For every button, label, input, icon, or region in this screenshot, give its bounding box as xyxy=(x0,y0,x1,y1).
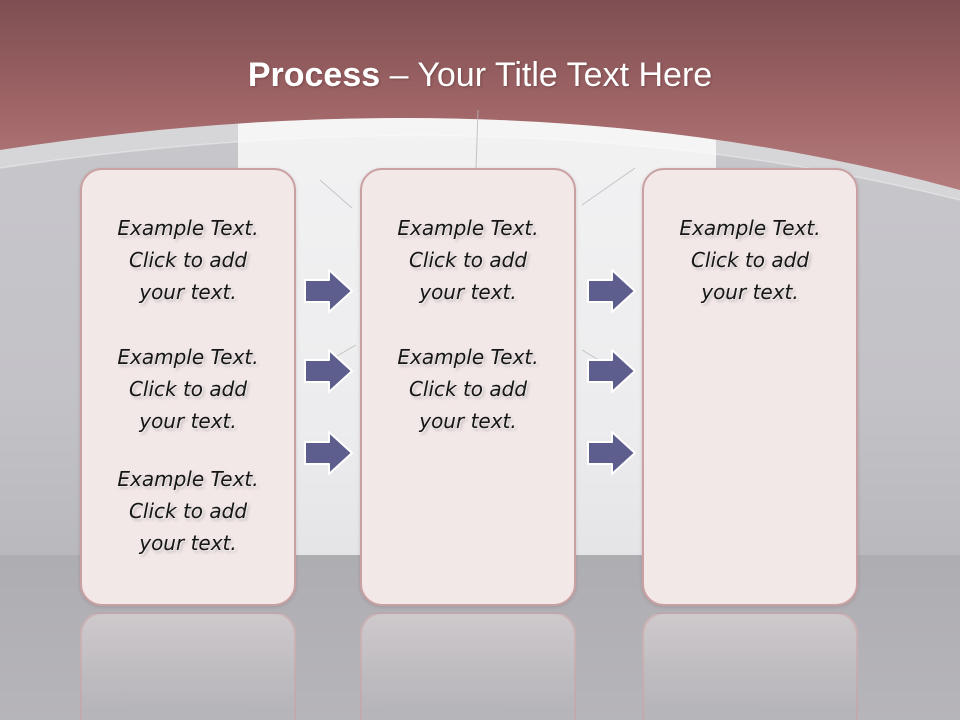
box-text[interactable]: Example Text. Click to add your text. xyxy=(117,216,259,304)
slide-title[interactable]: Process – Your Title Text Here xyxy=(0,52,960,98)
column-reflection xyxy=(360,612,576,720)
right-arrow-icon[interactable] xyxy=(586,430,638,476)
box-text[interactable]: Example Text. Click to add your text. xyxy=(397,216,539,304)
right-arrow-icon[interactable] xyxy=(303,268,355,314)
process-box-3[interactable]: Example Text. Click to add your text. xyxy=(642,168,858,606)
title-bold: Process xyxy=(247,56,381,94)
box-text[interactable]: Example Text. Click to add your text. xyxy=(679,216,821,304)
right-arrow-icon[interactable] xyxy=(303,430,355,476)
right-arrow-icon[interactable] xyxy=(303,348,355,394)
box-text[interactable]: Example Text. Click to add your text. xyxy=(117,467,259,555)
process-box-2[interactable]: Example Text. Click to add your text. Ex… xyxy=(360,168,576,606)
box-text[interactable]: Example Text. Click to add your text. xyxy=(117,345,259,433)
right-arrow-icon[interactable] xyxy=(586,348,638,394)
column-reflection xyxy=(642,612,858,720)
column-reflection xyxy=(80,612,296,720)
box-text[interactable]: Example Text. Click to add your text. xyxy=(397,345,539,433)
right-arrow-icon[interactable] xyxy=(586,268,638,314)
title-rest: – Your Title Text Here xyxy=(380,56,713,94)
process-box-1[interactable]: Example Text. Click to add your text. Ex… xyxy=(80,168,296,606)
